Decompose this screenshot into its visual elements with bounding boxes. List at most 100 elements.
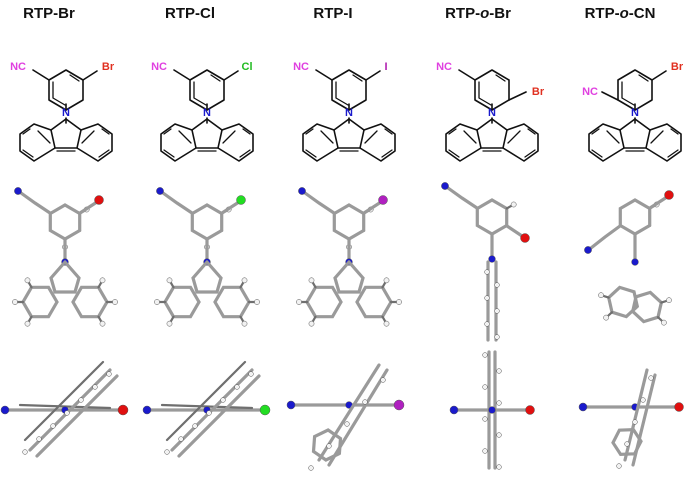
bond-stick: [35, 374, 119, 458]
bond-stick: [327, 368, 389, 467]
model-top-1: [154, 187, 260, 327]
hydrogen-atom: [99, 320, 106, 327]
halogen-atom: [236, 195, 246, 205]
iodine-atom: [393, 399, 405, 411]
nitrogen-atom: [298, 187, 306, 195]
hydrogen-atom: [178, 436, 184, 442]
bond-stick: [71, 285, 109, 319]
halogen-label: Br: [671, 61, 684, 73]
bond-stick: [332, 203, 366, 241]
bond-stick: [311, 428, 343, 462]
bromine-atom: [520, 233, 530, 243]
titles: RTP-Br RTP-Cl RTP-I RTP-o-Br RTP-o-CN: [23, 5, 655, 22]
hydrogen-atom: [234, 384, 240, 390]
hydrogen-atom: [296, 299, 302, 305]
bond-stick: [28, 368, 112, 452]
bond-stick: [648, 195, 669, 210]
bond-stick: [475, 198, 509, 236]
hydrogen-atom: [22, 449, 28, 455]
bond-stick: [170, 368, 254, 452]
model-top-0: [12, 187, 118, 327]
halogen-atom: [117, 404, 129, 416]
halogen-atom: [259, 404, 271, 416]
hydrogen-atom: [308, 320, 315, 327]
nitrogen-atom: [449, 405, 459, 415]
nitrogen-atom: [142, 405, 152, 415]
title-rtp-cl: RTP-Cl: [165, 5, 215, 22]
cn-label: NC: [293, 61, 309, 73]
hydrogen-atom: [344, 421, 350, 427]
hydrogen-atom: [496, 432, 502, 438]
title-rtp-i: RTP-I: [313, 5, 352, 22]
bond-stick: [190, 203, 224, 241]
hydrogen-atom: [220, 397, 226, 403]
halogen-label: Cl: [242, 61, 253, 73]
hydrogen-atom: [112, 299, 118, 305]
bond-stick: [163, 285, 201, 319]
hydrogen-atom: [496, 400, 502, 406]
formula-rtp-cl: N NC Cl: [151, 61, 254, 162]
bond-stick: [333, 260, 365, 294]
bond-stick: [618, 198, 652, 236]
hydrogen-atom: [482, 352, 488, 358]
hydrogen-atom: [482, 384, 488, 390]
hydrogen-atom: [396, 299, 402, 305]
hydrogen-atom: [92, 384, 98, 390]
cn-label: NC: [436, 61, 452, 73]
formula-rtp-o-cn: N NC Br: [582, 61, 684, 162]
nitrogen-atom: [0, 405, 10, 415]
nitrogen-atom: [488, 255, 496, 263]
bond-stick: [305, 285, 343, 319]
hydrogen-atom: [484, 321, 490, 327]
hydrogen-atom: [666, 297, 672, 304]
crystal-models-side-view: [0, 350, 684, 471]
title-rtp-o-cn: RTP-o-CN: [585, 5, 656, 22]
cn-label: NC: [151, 61, 167, 73]
hydrogen-atom: [12, 299, 18, 305]
hydrogen-atom: [661, 319, 667, 326]
hydrogen-atom: [166, 277, 173, 284]
hydrogen-atom: [510, 201, 517, 208]
hydrogen-atom: [154, 299, 160, 305]
hydrogen-atom: [24, 320, 31, 327]
hydrogen-atom: [241, 277, 248, 284]
model-side-0: [0, 360, 129, 458]
bond-stick: [362, 200, 383, 215]
hydrogen-atom: [494, 282, 500, 288]
model-side-4: [578, 368, 684, 469]
bond-stick: [446, 186, 479, 210]
hydrogen-atom: [308, 465, 314, 471]
bromine-atom: [674, 402, 684, 412]
nitrogen-atom: [441, 182, 449, 190]
crystal-models-top-view: [12, 182, 674, 342]
hydrogen-atom: [192, 423, 198, 429]
bond-stick: [355, 285, 393, 319]
hydrogen-atom: [50, 423, 56, 429]
bond-stick: [505, 224, 524, 238]
title-rtp-o-br: RTP-o-Br: [445, 5, 511, 22]
hydrogen-atom: [241, 320, 248, 327]
halogen-label: I: [384, 61, 387, 73]
hydrogen-atom: [496, 368, 502, 374]
bond-stick: [213, 285, 251, 319]
hydrogen-atom: [484, 295, 490, 301]
hydrogen-atom: [380, 377, 386, 383]
hydrogen-atom: [206, 410, 212, 416]
bond-stick: [161, 191, 194, 215]
nitrogen-label: N: [488, 107, 496, 119]
structural-formulas: N NC Br N NC Cl N NC I: [10, 61, 684, 162]
cn-label: NC: [582, 86, 598, 98]
hydrogen-atom: [484, 269, 490, 275]
hydrogen-atom: [248, 371, 254, 377]
bromine-atom: [664, 190, 674, 200]
hydrogen-atom: [106, 371, 112, 377]
bromine-atom: [525, 405, 535, 415]
hydrogen-atom: [482, 416, 488, 422]
nitrogen-atom: [584, 246, 592, 254]
bond-stick: [48, 203, 82, 241]
cn-label: NC: [10, 61, 26, 73]
hydrogen-atom: [494, 308, 500, 314]
formula-rtp-o-br: N NC Br: [436, 61, 545, 162]
halogen-label: Br: [102, 61, 115, 73]
bond-stick: [191, 260, 223, 294]
